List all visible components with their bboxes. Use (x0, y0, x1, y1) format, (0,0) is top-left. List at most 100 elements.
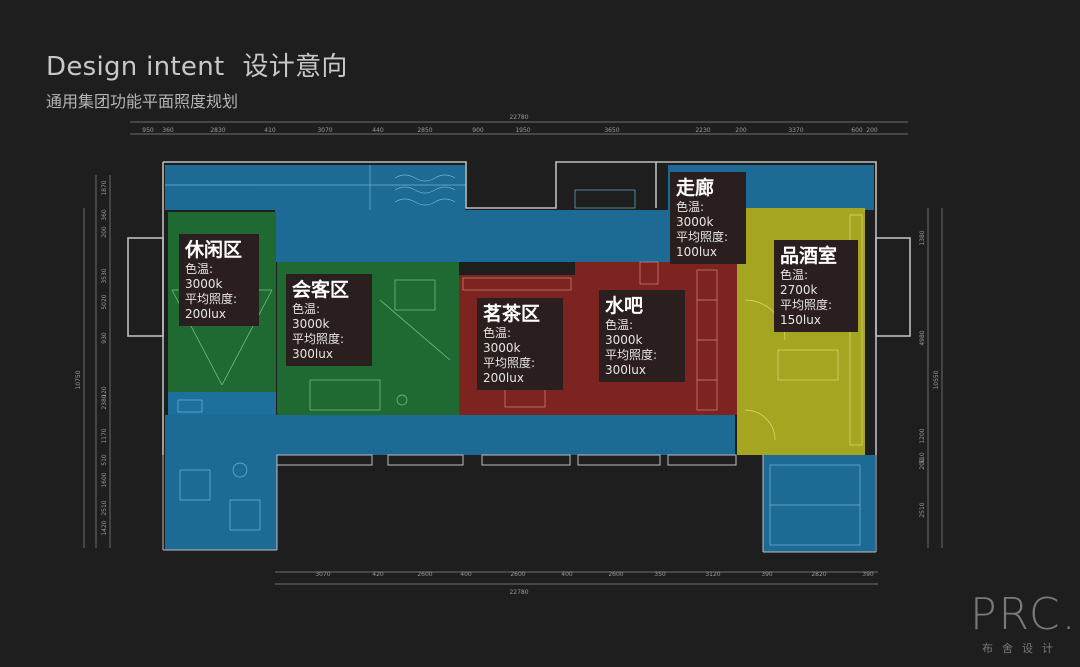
zone-lux: 200lux (185, 307, 226, 321)
dim-top-segment: 3650 (604, 127, 619, 134)
zone-leisure-sink (168, 392, 276, 415)
zone-label-bar: 水吧 色温: 3000k 平均照度: 300lux (599, 290, 685, 382)
dim-top-segment: 2850 (417, 127, 432, 134)
dim-top-segment: 360 (162, 127, 174, 134)
corridor-middle-top (275, 210, 735, 262)
dim-right-segment: 200 (919, 458, 926, 470)
zone-lux: 200lux (483, 371, 524, 385)
zone-temp: 2700k (780, 283, 818, 297)
zone-temp: 3000k (292, 317, 330, 331)
restroom-zone (165, 455, 277, 550)
zone-temp-label: 色温: (605, 318, 634, 332)
dim-top-segment: 200 (735, 127, 747, 134)
dim-right-segment: 4980 (919, 330, 926, 345)
zone-label-reception: 会客区 色温: 3000k 平均照度: 300lux (286, 274, 372, 366)
zone-lux: 300lux (292, 347, 333, 361)
brand-logo: PRC.S 布舍设计 (970, 589, 1080, 656)
outer-wall-top-right (656, 161, 877, 455)
zone-lux-label: 平均照度: (605, 348, 658, 362)
zone-name: 休闲区 (185, 239, 243, 261)
dim-bottom-segment: 3070 (315, 571, 330, 578)
dim-left-segment: 200 (101, 226, 108, 238)
dim-left-segment: 3530 (101, 268, 108, 283)
dim-left-total: 10750 (75, 370, 82, 389)
dim-right-segment: 2510 (919, 502, 926, 517)
dim-left-segment: 1870 (101, 180, 108, 195)
dim-top-segment: 2830 (210, 127, 225, 134)
dim-left-segment: 1600 (101, 472, 108, 487)
dim-top-segment: 200 (866, 127, 878, 134)
dim-bottom-segment: 2600 (417, 571, 432, 578)
zone-name: 品酒室 (780, 245, 838, 267)
dim-right-total: 10550 (933, 370, 940, 389)
zone-temp-label: 色温: (676, 200, 705, 214)
page-subtitle: 通用集团功能平面照度规划 (46, 92, 239, 111)
zone-label-corridor: 走廊 色温: 3000k 平均照度: 100lux (670, 172, 746, 264)
dim-left-segment: 930 (101, 332, 108, 344)
zone-lux-label: 平均照度: (483, 356, 536, 370)
dim-top-segment: 1950 (515, 127, 530, 134)
zone-lux-label: 平均照度: (780, 298, 833, 312)
dim-right-segment: 510 (919, 452, 926, 464)
title-en: Design intent (46, 52, 225, 82)
logo-mark: PRC.S (970, 589, 1080, 640)
dim-bottom-segment: 2820 (811, 571, 826, 578)
dim-bottom-segment: 2600 (510, 571, 525, 578)
zone-temp: 3000k (676, 215, 714, 229)
dim-bottom-segment: 350 (654, 571, 666, 578)
dim-bottom-segment: 390 (761, 571, 773, 578)
dim-left-segment: 1170 (101, 428, 108, 443)
dim-bottom-segment: 420 (372, 571, 384, 578)
zone-temp: 3000k (483, 341, 521, 355)
dim-right-segment: 1380 (919, 230, 926, 245)
zone-name: 茗茶区 (483, 303, 541, 325)
dim-left-segment: 1420 (101, 520, 108, 535)
right-bay-window (875, 237, 911, 337)
zone-label-tea: 茗茶区 色温: 3000k 平均照度: 200lux (477, 298, 563, 390)
dim-top-total: 22780 (509, 114, 528, 121)
dim-top-segment: 900 (472, 127, 484, 134)
dim-bottom-segment: 390 (862, 571, 874, 578)
zone-temp-label: 色温: (185, 262, 214, 276)
zone-temp-label: 色温: (292, 302, 321, 316)
dim-bottom-total: 22780 (509, 589, 528, 596)
zone-name: 水吧 (605, 295, 644, 317)
dim-top-segment: 2230 (695, 127, 710, 134)
dim-left-segment: 120 (101, 386, 108, 398)
left-bay-window (127, 237, 164, 337)
zone-lux-label: 平均照度: (292, 332, 345, 346)
zone-lux: 150lux (780, 313, 821, 327)
dim-bottom-segment: 400 (460, 571, 472, 578)
title-cn: 设计意向 (242, 52, 348, 82)
dim-top-segment: 410 (264, 127, 276, 134)
zone-temp-label: 色温: (483, 326, 512, 340)
corridor-top-left (165, 165, 465, 210)
corridor-bottom (165, 415, 735, 455)
page-title: Design intent 设计意向 (46, 46, 348, 83)
zone-label-wine: 品酒室 色温: 2700k 平均照度: 150lux (774, 240, 858, 332)
storage-zone (763, 455, 875, 552)
window-strips (162, 454, 877, 553)
walls (127, 161, 911, 455)
zone-temp: 3000k (605, 333, 643, 347)
dim-right-segment: 1200 (919, 428, 926, 443)
interior-linework (165, 165, 861, 546)
logo-sub: 布舍设计 (982, 642, 1062, 655)
interior-linework-yellow (744, 214, 863, 446)
zone-lux: 300lux (605, 363, 646, 377)
zone-lux: 100lux (676, 245, 717, 259)
dim-left-segment: 5020 (101, 294, 108, 309)
dim-top-segment: 600 (851, 127, 863, 134)
dim-top-segment: 440 (372, 127, 384, 134)
dimension-lines (83, 121, 943, 585)
dim-left-segment: 2380 (101, 394, 108, 409)
dim-bottom-segment: 2600 (608, 571, 623, 578)
zone-temp-label: 色温: (780, 268, 809, 282)
dim-bottom-segment: 400 (561, 571, 573, 578)
dim-left-segment: 2510 (101, 500, 108, 515)
dim-top-segment: 950 (142, 127, 154, 134)
zone-name: 走廊 (676, 177, 715, 199)
dim-top-segment: 3070 (317, 127, 332, 134)
zone-name: 会客区 (292, 279, 350, 301)
zone-lux-label: 平均照度: (185, 292, 238, 306)
